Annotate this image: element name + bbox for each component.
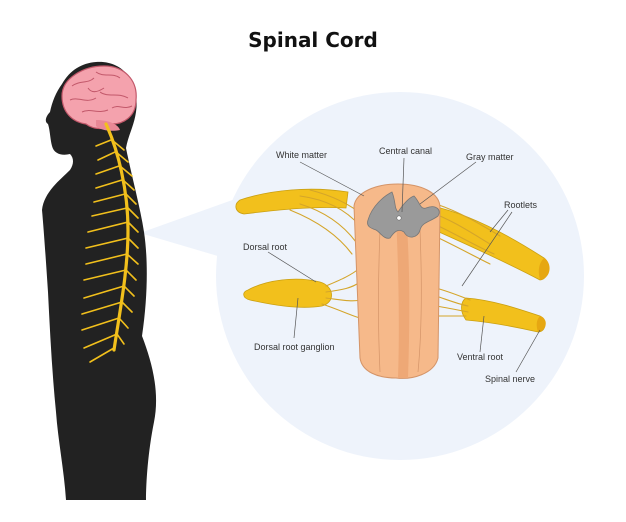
central-canal [396,215,402,221]
upper-left-nerve [235,188,349,215]
gray-matter [367,191,440,239]
label-dorsal-root: Dorsal root [243,242,288,252]
spinal-cord-segment [353,183,441,379]
label-gray-matter: Gray matter [466,152,514,162]
label-central-canal: Central canal [379,146,432,156]
spinal-nerve-column [81,122,139,363]
label-spinal-nerve: Spinal nerve [485,374,535,384]
upper-right-nerve-tip [538,258,550,280]
dorsal-root-ganglion [243,278,332,308]
label-dorsal-root-ganglion: Dorsal root ganglion [254,342,335,352]
label-ventral-root: Ventral root [457,352,504,362]
spinal-nerve-tip [536,316,546,332]
zoom-callout-beam [140,198,238,262]
diagram-title: Spinal Cord [248,28,378,52]
label-white-matter: White matter [276,150,327,160]
label-rootlets: Rootlets [504,200,538,210]
leader-lines [267,157,541,373]
